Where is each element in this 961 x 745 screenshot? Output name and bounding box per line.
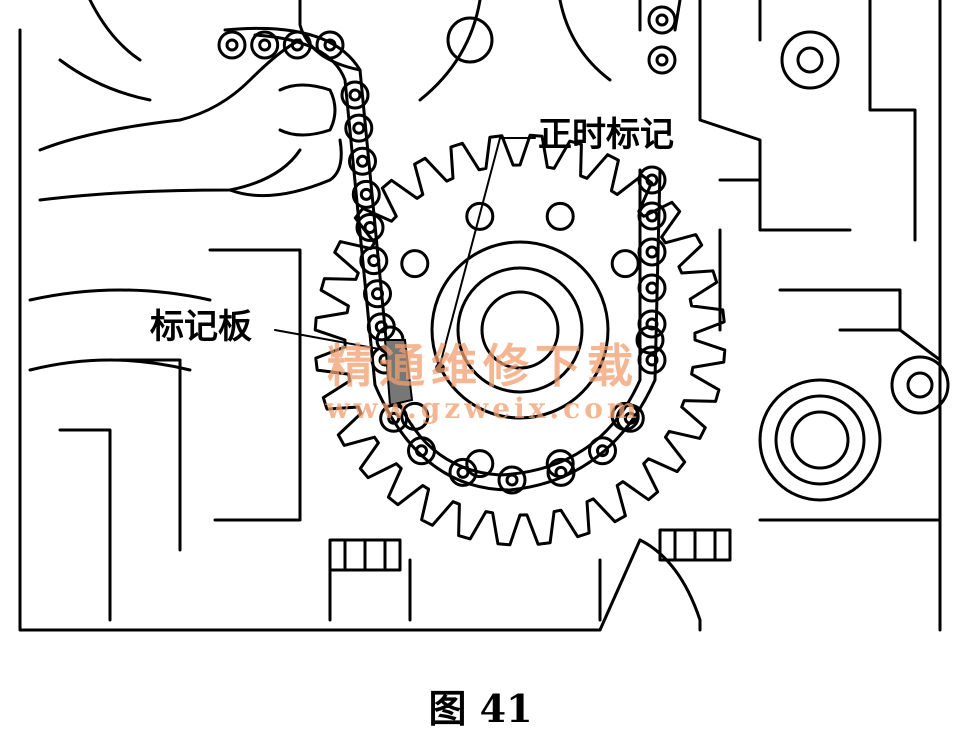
chain-pin: [258, 38, 272, 52]
chain-pin: [225, 38, 239, 52]
figure-caption: 图 41: [428, 686, 533, 731]
chain-pin: [415, 444, 428, 458]
chain-pin: [456, 465, 470, 479]
tensioner-pulley-icon: [758, 355, 950, 502]
chain-link: [588, 436, 617, 466]
chain-pin: [323, 38, 337, 52]
chain-link: [637, 237, 667, 267]
hand-icon: [28, 0, 343, 372]
chain-pin: [290, 38, 304, 52]
mark-plate-label: 标记板: [150, 307, 252, 347]
chain-link: [359, 246, 389, 276]
chain-pin: [367, 254, 381, 268]
chain-pin: [356, 154, 369, 168]
mark-plate: [383, 339, 414, 407]
chain-pin: [655, 53, 669, 67]
sprocket-hole: [465, 449, 495, 479]
chain-link: [615, 403, 645, 433]
chain-link: [366, 312, 396, 342]
chain-pin: [554, 465, 568, 479]
chain-link: [637, 201, 667, 231]
watermark-site-name: 精通维修下载: [327, 339, 639, 393]
chain-pin: [645, 281, 659, 295]
chain-pin: [374, 320, 388, 334]
callout-leaders: [274, 137, 536, 366]
chain-pin: [645, 173, 659, 187]
chain-link: [351, 179, 381, 209]
chain-pin: [623, 411, 637, 425]
timing-mark-dot: [435, 363, 445, 373]
chain-link: [363, 279, 392, 309]
sprocket-hole: [635, 325, 665, 355]
sprocket-hole: [400, 249, 430, 279]
sprocket-teeth: [313, 133, 727, 547]
timing-mark-label: 正时标记: [538, 115, 674, 155]
chain-pin: [655, 13, 669, 27]
chain-link: [637, 345, 667, 375]
chain-icon: [217, 0, 682, 495]
chain-pin: [645, 317, 659, 331]
chain-pin: [645, 209, 659, 223]
chain-pin: [505, 473, 519, 487]
chain-pin: [596, 444, 609, 458]
chain-link: [546, 457, 576, 487]
chain-link: [407, 436, 436, 466]
chain-pin: [348, 88, 362, 102]
chain-link: [217, 30, 247, 60]
chain-link: [355, 213, 385, 242]
sprocket-hole: [545, 201, 575, 231]
watermark-url: www.gzweix.com: [325, 392, 641, 425]
chain-link: [348, 146, 377, 176]
chain-link: [637, 309, 667, 339]
chain-link: [647, 45, 677, 75]
watermark: 精通维修下载 www.gzweix.com: [308, 330, 658, 425]
chain-link: [647, 5, 677, 35]
chain-link: [379, 403, 409, 433]
chain-pin: [645, 353, 659, 367]
chain-pin: [387, 411, 401, 425]
chain-link: [315, 30, 345, 60]
chain-link: [448, 457, 478, 487]
bolt-icon: [328, 528, 732, 572]
chain-link: [282, 30, 312, 60]
chain-link: [340, 80, 370, 110]
chain-link: [497, 465, 527, 495]
sprocket-hub: [430, 240, 610, 420]
chain-link: [250, 30, 280, 60]
chain-pin: [645, 245, 659, 259]
chain-pin: [359, 187, 373, 201]
chain-pin: [352, 121, 366, 135]
sprocket-hole: [465, 201, 495, 231]
engine-housing: [18, 0, 942, 632]
chain-link: [637, 273, 667, 303]
chain-link: [344, 113, 374, 143]
chain-link: [637, 165, 667, 195]
sprocket-hole: [610, 249, 640, 279]
chain-pin: [371, 287, 384, 301]
chain-pin: [363, 221, 377, 234]
